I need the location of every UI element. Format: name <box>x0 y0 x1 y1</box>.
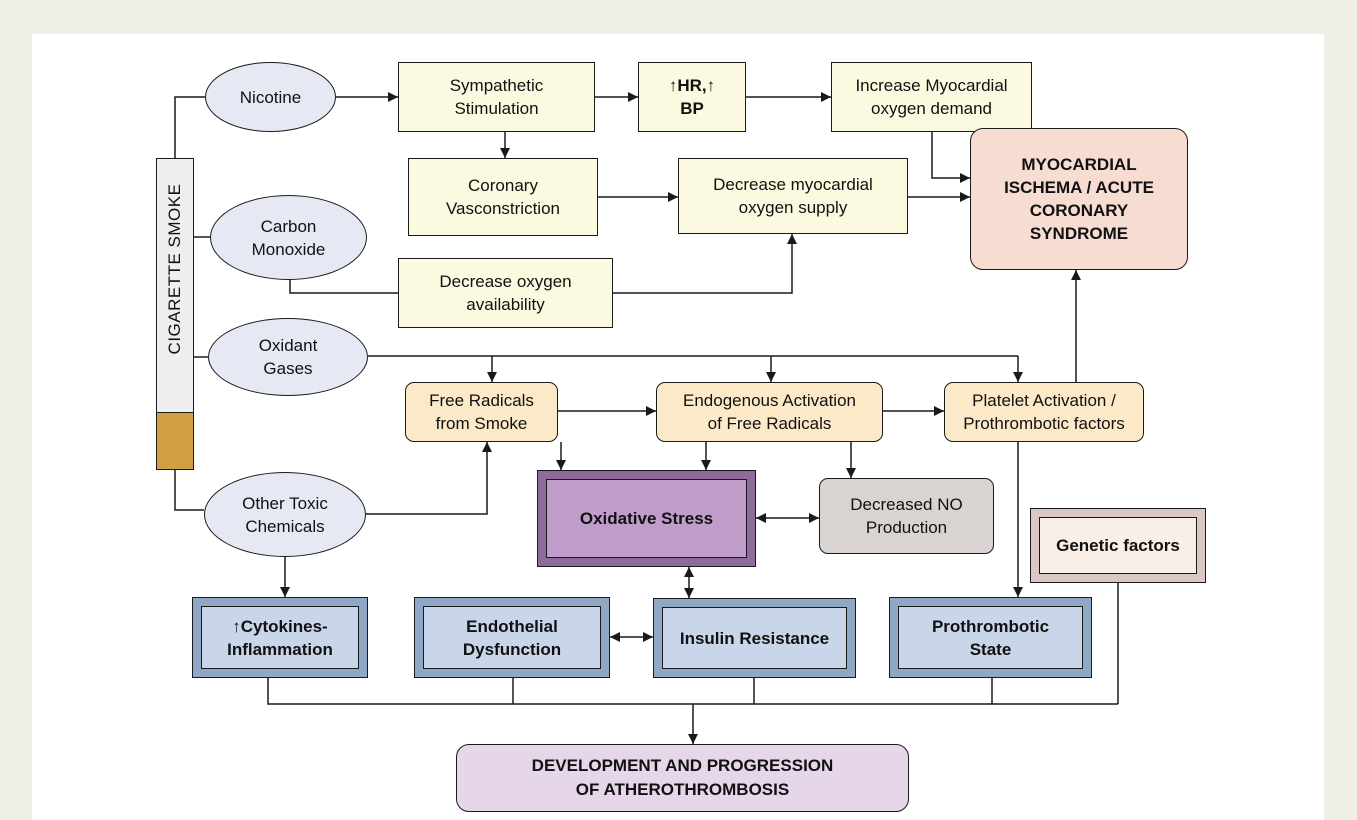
cigarette-filter <box>157 412 193 469</box>
cigarette-smoke-label: CIGARETTE SMOKE <box>165 183 184 355</box>
ischemia-label: MYOCARDIAL ISCHEMA / ACUTE CORONARY SYND… <box>1004 155 1154 243</box>
decrease-supply-label: Decrease myocardial oxygen supply <box>713 175 873 217</box>
nicotine-label: Nicotine <box>239 87 302 107</box>
node-decrease-availability: Decrease oxygen availability <box>398 258 613 328</box>
cigarette: CIGARETTE SMOKE <box>156 158 194 470</box>
connector-carbon-availability <box>289 279 398 294</box>
node-oxidative-stress: Oxidative Stress <box>537 470 756 567</box>
node-coronary-vasoconstriction: Coronary Vasconstriction <box>408 158 598 236</box>
arrow-toxic-freeradicals <box>366 442 492 515</box>
decrease-availability-label: Decrease oxygen availability <box>439 272 572 314</box>
other-toxic-label: Other Toxic Chemicals <box>242 493 328 536</box>
node-nicotine: Nicotine <box>205 62 336 132</box>
node-insulin-resistance: Insulin Resistance <box>653 598 856 678</box>
node-myocardial-ischemia: MYOCARDIAL ISCHEMA / ACUTE CORONARY SYND… <box>970 128 1188 270</box>
node-genetic-factors: Genetic factors <box>1030 508 1206 583</box>
node-hr-bp: ↑HR,↑ BP <box>638 62 746 132</box>
node-atherothrombosis: DEVELOPMENT AND PROGRESSION OF ATHEROTHR… <box>456 744 909 812</box>
node-prothrombotic-state: Prothrombotic State <box>889 597 1092 678</box>
node-platelet-activation: Platelet Activation / Prothrombotic fact… <box>944 382 1144 442</box>
carbon-monoxide-label: Carbon Monoxide <box>251 216 326 259</box>
node-endogenous-activation: Endogenous Activation of Free Radicals <box>656 382 883 442</box>
oxidant-gases-label: Oxidant Gases <box>258 336 318 378</box>
sympathetic-label: Sympathetic Stimulation <box>449 76 544 118</box>
prothrombotic-state-label: Prothrombotic State <box>898 606 1083 669</box>
node-decrease-supply: Decrease myocardial oxygen supply <box>678 158 908 234</box>
free-radicals-smoke-label: Free Radicals from Smoke <box>429 391 534 433</box>
hr-bp-label: ↑HR,↑ BP <box>668 76 716 118</box>
endogenous-label: Endogenous Activation of Free Radicals <box>683 391 856 433</box>
connector-bottom-bus <box>267 678 1118 705</box>
coronary-vaso-label: Coronary Vasconstriction <box>445 176 560 218</box>
node-carbon-monoxide: Carbon Monoxide <box>210 195 367 280</box>
node-sympathetic-stimulation: Sympathetic Stimulation <box>398 62 595 132</box>
oxidative-stress-label: Oxidative Stress <box>546 479 747 558</box>
insulin-label: Insulin Resistance <box>662 607 847 669</box>
platelet-label: Platelet Activation / Prothrombotic fact… <box>963 391 1125 433</box>
node-decreased-no: Decreased NO Production <box>819 478 994 554</box>
connector-cig-nicotine <box>174 96 205 158</box>
arrow-demand-ischemia <box>931 132 970 183</box>
genetic-factors-label: Genetic factors <box>1039 517 1197 574</box>
arrow-availability-supply <box>613 234 797 294</box>
atherothrombosis-label: DEVELOPMENT AND PROGRESSION OF ATHEROTHR… <box>531 756 834 799</box>
node-endothelial-dysfunction: Endothelial Dysfunction <box>414 597 610 678</box>
node-oxidant-gases: Oxidant Gases <box>208 318 368 396</box>
endothelial-label: Endothelial Dysfunction <box>423 606 601 669</box>
increase-demand-label: Increase Myocardial oxygen demand <box>855 76 1008 118</box>
connector-cig-toxic <box>174 470 204 511</box>
decreased-no-label: Decreased NO Production <box>850 495 963 537</box>
node-free-radicals-smoke: Free Radicals from Smoke <box>405 382 558 442</box>
node-cytokines: ↑Cytokines- Inflammation <box>192 597 368 678</box>
node-other-toxic-chemicals: Other Toxic Chemicals <box>204 472 366 557</box>
node-increase-demand: Increase Myocardial oxygen demand <box>831 62 1032 132</box>
cytokines-label: ↑Cytokines- Inflammation <box>201 606 359 669</box>
